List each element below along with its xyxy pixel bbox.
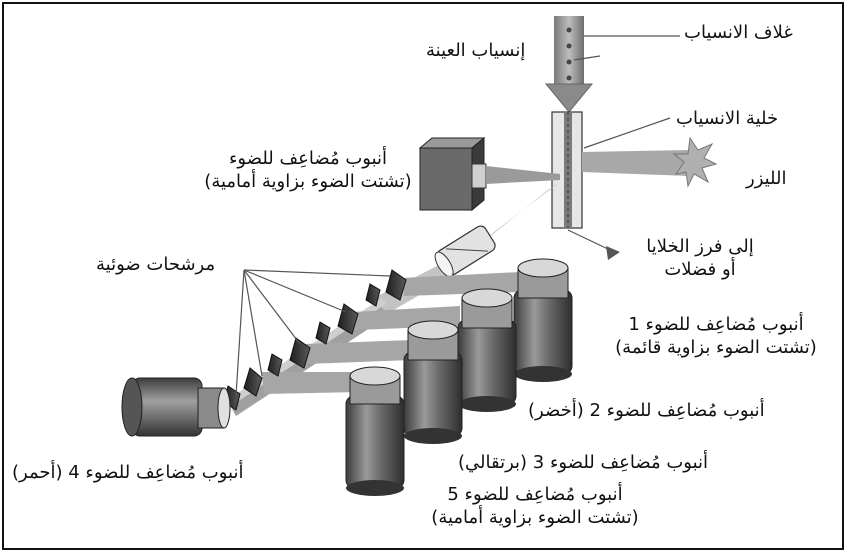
pmt-2-body xyxy=(457,288,517,412)
label-optical-filters: مرشحات ضوئية xyxy=(96,254,216,275)
label-flow-cell: خلية الانسياب xyxy=(676,108,779,129)
laser-beam xyxy=(582,136,718,188)
collection-lens xyxy=(434,225,496,278)
sheath-flow-arrow xyxy=(544,16,594,113)
leader-lines xyxy=(235,35,680,397)
label-forward-pmt: أنبوب مُضاعِف للضوء (تشتت الضوء بزاوية أ… xyxy=(198,148,418,193)
label-forward-pmt-title: أنبوب مُضاعِف للضوء xyxy=(228,148,388,169)
label-pmt-5: أنبوب مُضاعِف للضوء 5 (تشتت الضوء بزاوية… xyxy=(412,484,658,529)
label-sheath-flow: غلاف الانسياب xyxy=(684,22,793,43)
label-pmt-1-sub: (تشتت الضوء بزاوية قائمة) xyxy=(615,336,817,358)
label-forward-pmt-sub: (تشتت الضوء بزاوية أمامية) xyxy=(204,170,412,192)
label-pmt-4: أنبوب مُضاعِف للضوء 4 (أحمر) xyxy=(12,462,244,483)
pmt-5-body xyxy=(345,366,405,496)
label-to-sorter: إلى فرز الخلايا أو فضلات xyxy=(620,236,780,281)
label-to-sorter-line2: أو فضلات xyxy=(664,258,736,280)
flow-cell xyxy=(551,111,583,229)
label-pmt-1: أنبوب مُضاعِف للضوء 1 (تشتت الضوء بزاوية… xyxy=(594,314,838,359)
label-sample-flow: إنسياب العينة xyxy=(426,40,526,61)
label-pmt-5-sub: (تشتت الضوء بزاوية أمامية) xyxy=(431,506,639,528)
pmt-3-body xyxy=(403,320,463,444)
pmt-1-body xyxy=(513,258,573,382)
forward-scatter-pmt xyxy=(418,136,560,212)
pmt-4-body xyxy=(121,377,231,437)
label-pmt-1-title: أنبوب مُضاعِف للضوء 1 xyxy=(628,314,804,335)
label-pmt-3: أنبوب مُضاعِف للضوء 3 (برتقالي) xyxy=(458,452,709,473)
label-pmt-5-title: أنبوب مُضاعِف للضوء 5 xyxy=(447,484,623,505)
label-to-sorter-line1: إلى فرز الخلايا xyxy=(646,236,754,257)
sorter-arrow xyxy=(606,246,620,260)
label-pmt-2: أنبوب مُضاعِف للضوء 2 (أخضر) xyxy=(528,400,765,421)
label-laser: الليزر xyxy=(746,168,787,189)
